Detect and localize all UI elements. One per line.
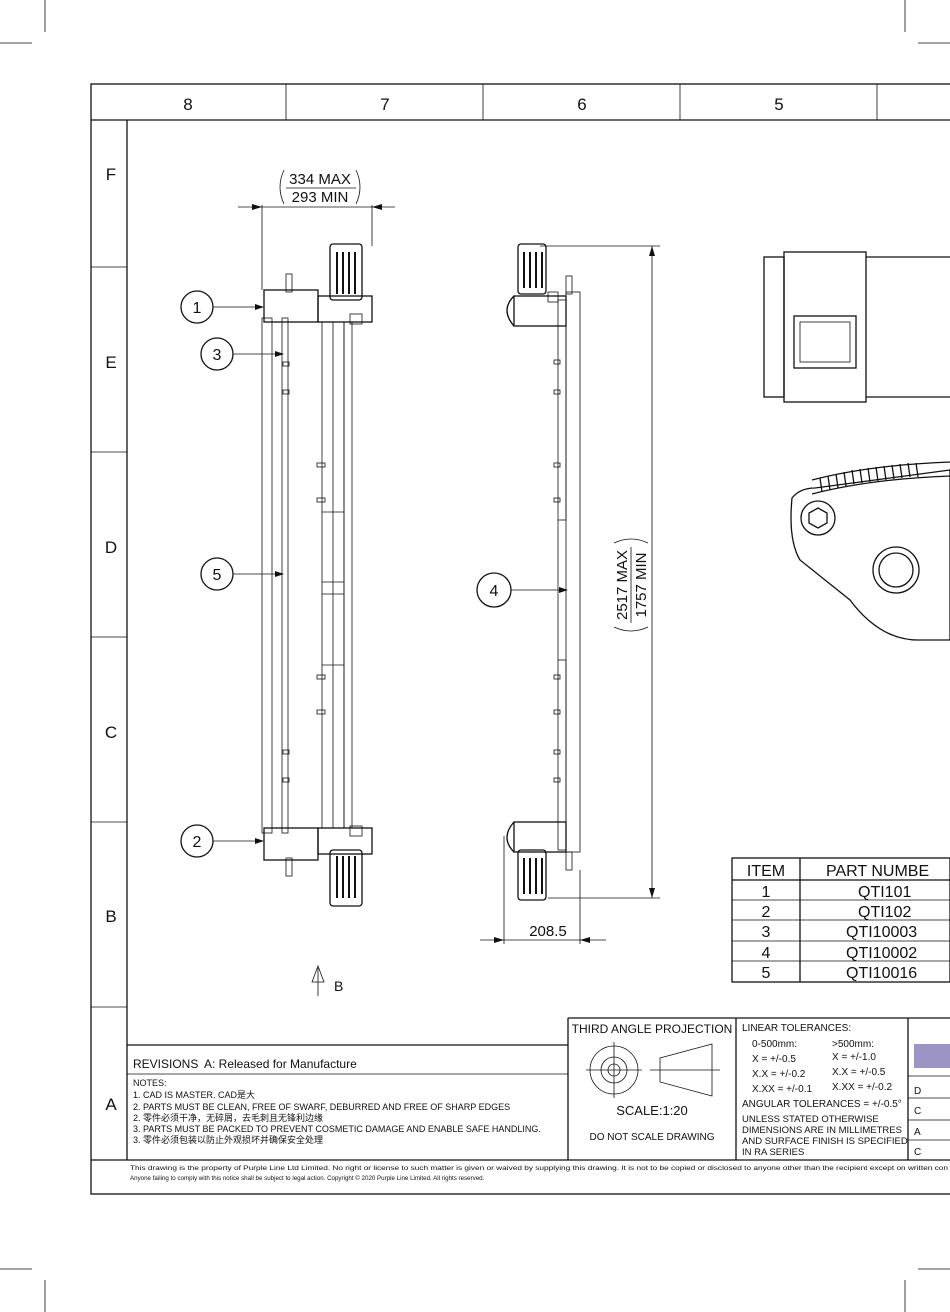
bom-row: 2 QTI102 bbox=[762, 904, 912, 921]
zone-col-7: 7 bbox=[380, 95, 389, 114]
zone-row-c: C bbox=[105, 723, 117, 742]
dim-width-min: 293 MIN bbox=[292, 189, 349, 206]
svg-text:AND SURFACE FINISH IS SPECIFIE: AND SURFACE FINISH IS SPECIFIED bbox=[742, 1136, 908, 1147]
tolerance-col1-head: 0-500mm: bbox=[752, 1039, 797, 1050]
svg-text:D: D bbox=[914, 1086, 921, 1097]
svg-text:IN RA SERIES: IN RA SERIES bbox=[742, 1147, 804, 1158]
zone-labels: 8 7 6 5 F E D C B A bbox=[105, 95, 784, 1114]
note-line: 3. 零件必须包装以防止外观损坏并确保安全处理 bbox=[133, 1134, 323, 1145]
svg-text:UNLESS STATED OTHERWISE: UNLESS STATED OTHERWISE bbox=[742, 1114, 879, 1125]
svg-text:B: B bbox=[334, 978, 343, 994]
balloon-4: 4 bbox=[476, 572, 568, 608]
svg-text:A: A bbox=[914, 1127, 921, 1138]
angular-tolerance: ANGULAR TOLERANCES = +/-0.5° bbox=[742, 1099, 902, 1110]
bom-table: ITEM PART NUMBE 1 QTI101 2 QTI102 3 QTI1… bbox=[731, 857, 950, 983]
title-block: REVISIONS A: Released for Manufacture NO… bbox=[127, 1017, 950, 1160]
revisions-text: A: Released for Manufacture bbox=[204, 1057, 357, 1071]
note-line: 1. CAD IS MASTER. CAD是大 bbox=[133, 1089, 255, 1100]
bom-header-part: PART NUMBE bbox=[826, 863, 929, 880]
svg-text:This drawing is the property o: This drawing is the property of Purple L… bbox=[130, 1165, 949, 1172]
scale-text: SCALE:1:20 bbox=[616, 1103, 688, 1118]
svg-text:C: C bbox=[914, 1106, 921, 1117]
dim-height-max: 2517 MAX bbox=[614, 550, 631, 620]
tolerance-title: LINEAR TOLERANCES: bbox=[742, 1023, 851, 1034]
svg-text:X.XX = +/-0.2: X.XX = +/-0.2 bbox=[832, 1082, 892, 1093]
bom-row: 1 QTI101 bbox=[762, 884, 912, 901]
svg-text:2: 2 bbox=[762, 904, 771, 921]
zone-col-5: 5 bbox=[774, 95, 783, 114]
svg-text:QTI101: QTI101 bbox=[858, 884, 911, 901]
balloon-1: 1 bbox=[180, 290, 264, 324]
svg-text:5: 5 bbox=[213, 567, 222, 584]
bom-row: 3 QTI10003 bbox=[762, 924, 918, 941]
zone-col-6: 6 bbox=[577, 95, 586, 114]
svg-text:Anyone failing to comply with: Anyone failing to comply with this notic… bbox=[130, 1175, 485, 1182]
svg-text:DIMENSIONS ARE IN MILLIMETRES: DIMENSIONS ARE IN MILLIMETRES bbox=[742, 1125, 902, 1136]
dim-depth: 208.5 bbox=[529, 923, 567, 940]
svg-text:QTI10016: QTI10016 bbox=[846, 965, 917, 982]
svg-text:X.X = +/-0.2: X.X = +/-0.2 bbox=[752, 1069, 806, 1080]
svg-text:X = +/-1.0: X = +/-1.0 bbox=[832, 1052, 876, 1063]
zone-row-e: E bbox=[105, 353, 116, 372]
svg-text:4: 4 bbox=[490, 583, 499, 600]
side-view: 2517 MAX 1757 MIN 208.5 bbox=[480, 243, 660, 944]
balloon-3: 3 bbox=[200, 337, 284, 371]
dim-width-max: 334 MAX bbox=[289, 171, 351, 188]
svg-text:C: C bbox=[914, 1147, 921, 1158]
projection-title: THIRD ANGLE PROJECTION bbox=[572, 1022, 733, 1036]
svg-text:QTI102: QTI102 bbox=[858, 904, 911, 921]
bom-row: 5 QTI10016 bbox=[762, 965, 918, 982]
front-view: 334 MAX 293 MIN bbox=[238, 169, 395, 907]
revisions-label: REVISIONS bbox=[133, 1057, 198, 1071]
svg-text:2: 2 bbox=[193, 834, 202, 851]
zone-row-b: B bbox=[105, 907, 116, 926]
sheet-frame bbox=[90, 83, 950, 1195]
note-line: 2. 零件必须干净，无碎屑，去毛刺且无锋利边缘 bbox=[133, 1112, 323, 1123]
svg-text:X = +/-0.5: X = +/-0.5 bbox=[752, 1054, 796, 1065]
svg-text:X.XX = +/-0.1: X.XX = +/-0.1 bbox=[752, 1084, 812, 1095]
bom-header-item: ITEM bbox=[747, 863, 785, 880]
dim-height-min: 1757 MIN bbox=[633, 552, 650, 617]
zone-col-8: 8 bbox=[183, 95, 192, 114]
svg-text:QTI10002: QTI10002 bbox=[846, 945, 917, 962]
detail-view bbox=[763, 251, 950, 641]
zone-row-f: F bbox=[106, 165, 116, 184]
zone-row-d: D bbox=[105, 538, 117, 557]
svg-text:5: 5 bbox=[762, 965, 771, 982]
note-line: 2. PARTS MUST BE CLEAN, FREE OF SWARF, D… bbox=[133, 1102, 510, 1112]
svg-text:1: 1 bbox=[762, 884, 771, 901]
svg-text:3: 3 bbox=[213, 347, 222, 364]
bom-row: 4 QTI10002 bbox=[762, 945, 918, 962]
view-arrow-b: B bbox=[311, 964, 343, 996]
svg-text:3: 3 bbox=[762, 924, 771, 941]
third-angle-symbol bbox=[586, 1042, 720, 1098]
svg-text:QTI10003: QTI10003 bbox=[846, 924, 917, 941]
no-scale-text: DO NOT SCALE DRAWING bbox=[589, 1132, 714, 1143]
tolerance-col2-head: >500mm: bbox=[832, 1039, 874, 1050]
svg-text:1: 1 bbox=[193, 300, 202, 317]
balloon-5: 5 bbox=[200, 557, 284, 591]
zone-row-a: A bbox=[105, 1095, 117, 1114]
balloon-2: 2 bbox=[180, 824, 264, 858]
svg-text:X.X = +/-0.5: X.X = +/-0.5 bbox=[832, 1067, 886, 1078]
logo-fragment bbox=[914, 1044, 950, 1068]
svg-text:4: 4 bbox=[762, 945, 771, 962]
note-line: 3. PARTS MUST BE PACKED TO PREVENT COSME… bbox=[133, 1124, 541, 1134]
footer-notice: This drawing is the property of Purple L… bbox=[130, 1165, 949, 1182]
notes-title: NOTES: bbox=[133, 1078, 167, 1088]
